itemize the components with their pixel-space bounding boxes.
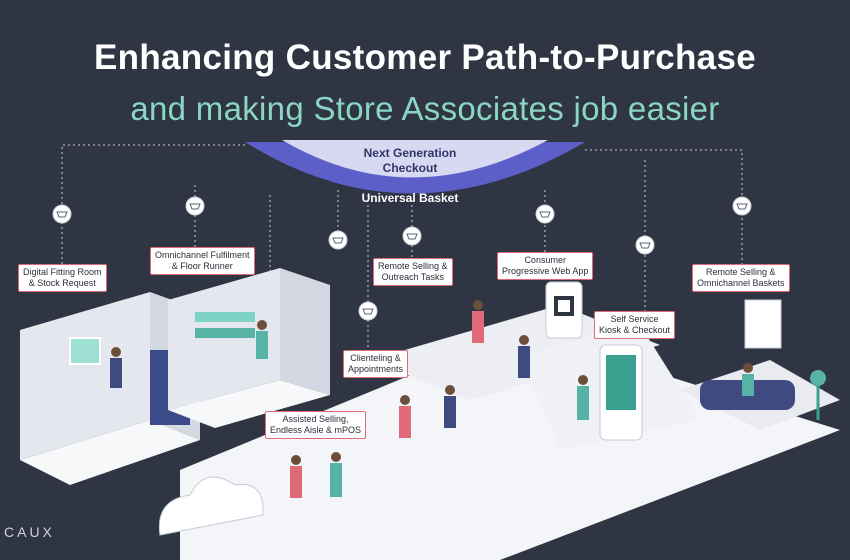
label-line: Clienteling &	[350, 353, 401, 363]
label-line: Kiosk & Checkout	[599, 325, 671, 335]
label-line: Consumer	[524, 255, 566, 265]
fulfilment-room	[168, 268, 330, 428]
basket-icons	[52, 196, 752, 321]
label-digital-fitting-room: Digital Fitting Room & Stock Request	[18, 264, 107, 292]
label-clienteling: Clienteling & Appointments	[343, 350, 409, 378]
kiosk	[599, 344, 643, 441]
label-line: & Stock Request	[28, 278, 96, 288]
basket-icon	[328, 230, 348, 250]
label-line: Digital Fitting Room	[23, 267, 102, 277]
universal-basket-label: Universal Basket	[361, 191, 459, 205]
label-self-service-kiosk: Self Service Kiosk & Checkout	[594, 311, 676, 339]
label-line: Endless Aisle & mPOS	[270, 425, 362, 435]
brand-logo: CAUX	[4, 524, 55, 540]
label-omnichannel-fulfilment: Omnichannel Fulfilment & Floor Runner	[150, 247, 255, 275]
headline: Enhancing Customer Path-to-Purchase	[94, 38, 756, 77]
cloud	[158, 476, 264, 536]
subheadline: and making Store Associates job easier	[130, 90, 720, 127]
basket-icon	[732, 196, 752, 216]
label-line: Appointments	[348, 364, 404, 374]
label-line: & Floor Runner	[171, 261, 233, 271]
label-line: Omnichannel Baskets	[697, 278, 785, 288]
label-assisted-selling: Assisted Selling, Endless Aisle & mPOS	[265, 411, 367, 439]
fitting-room	[20, 292, 200, 485]
basket-icon	[535, 204, 555, 224]
basket-icon	[185, 196, 205, 216]
checkout-bowl	[282, 140, 548, 178]
basket-icon	[635, 235, 655, 255]
label-line: Progressive Web App	[502, 266, 589, 276]
label-line: Assisted Selling,	[282, 414, 349, 424]
label-line: Omnichannel Fulfilment	[155, 250, 250, 260]
basket-icon	[402, 226, 422, 246]
label-line: Self Service	[610, 314, 659, 324]
label-line: Remote Selling &	[378, 261, 448, 271]
checkout-label: Next Generation Checkout	[330, 146, 490, 176]
qr-phone	[545, 281, 583, 339]
label-line: Outreach Tasks	[381, 272, 444, 282]
label-remote-selling-omnichannel: Remote Selling & Omnichannel Baskets	[692, 264, 790, 292]
checkout-line1: Next Generation	[363, 146, 457, 160]
label-remote-selling-outreach: Remote Selling & Outreach Tasks	[373, 258, 453, 286]
label-line: Remote Selling &	[706, 267, 776, 277]
label-consumer-pwa: Consumer Progressive Web App	[497, 252, 594, 280]
basket-icon	[358, 301, 378, 321]
checkout-line2: Checkout	[382, 161, 438, 175]
basket-icon	[52, 204, 72, 224]
people	[110, 300, 754, 498]
